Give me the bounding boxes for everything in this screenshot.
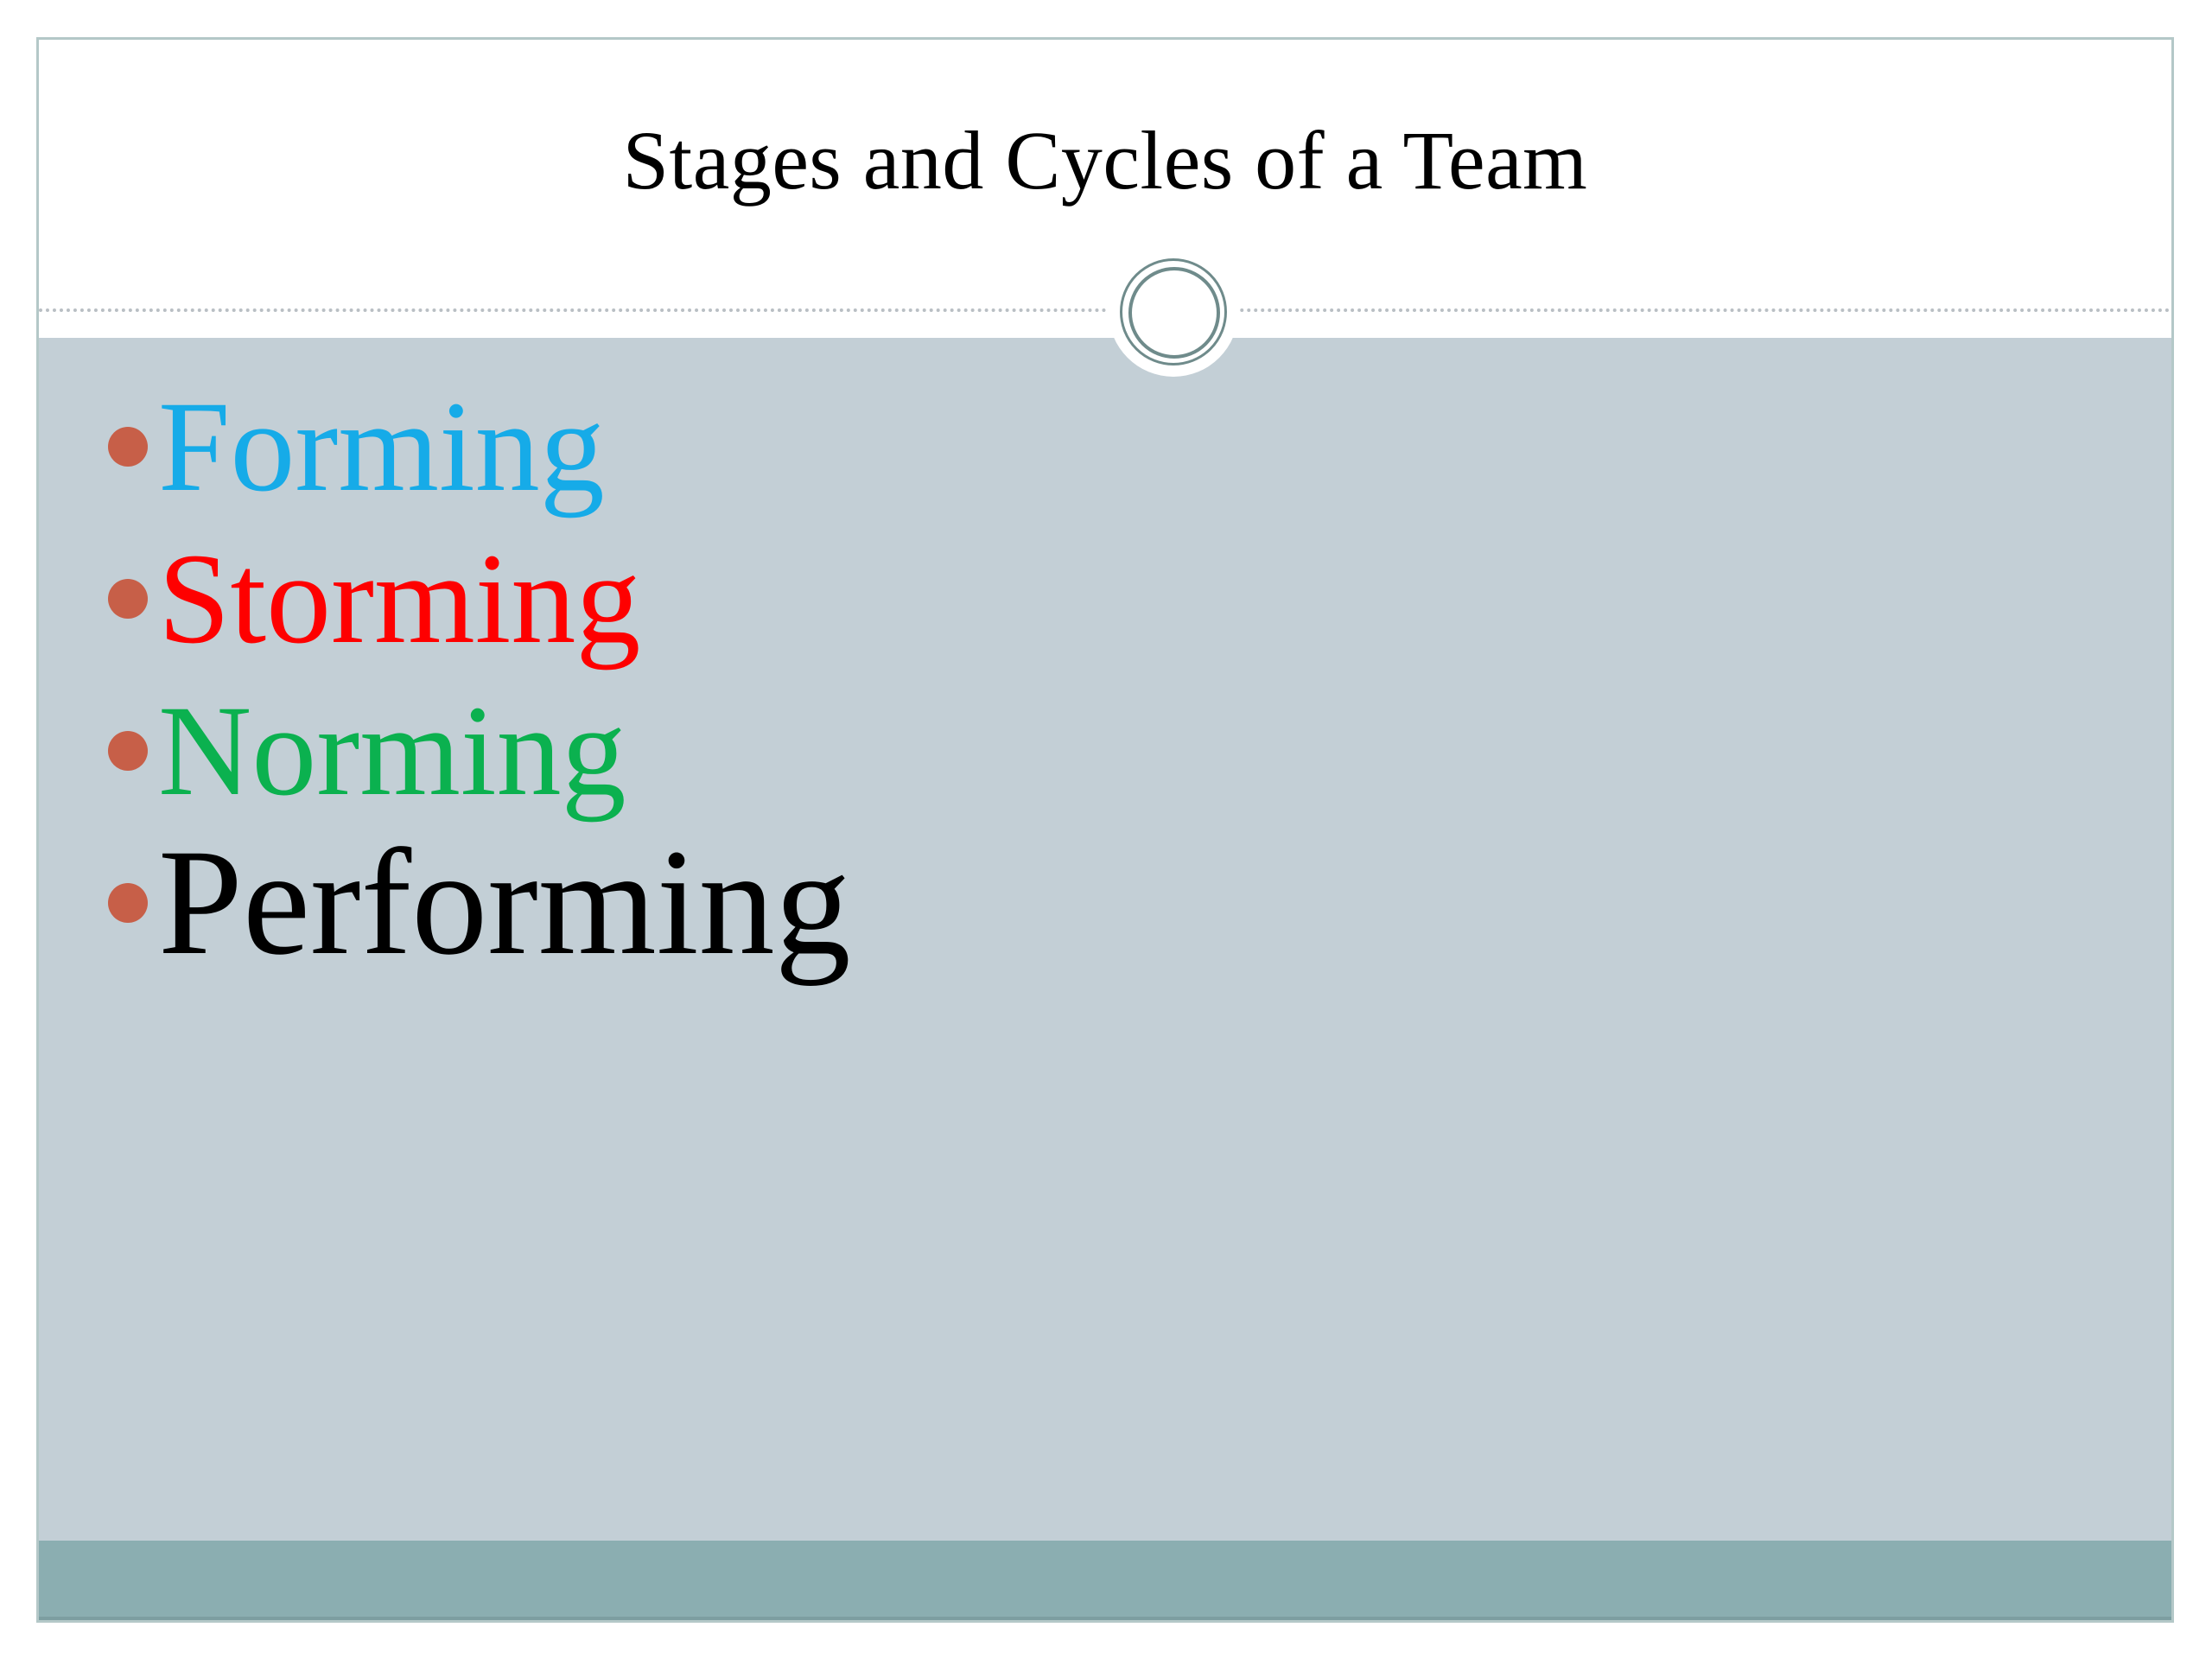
list-item: Norming <box>108 675 2102 827</box>
slide: Stages and Cycles of a Team Forming Stor… <box>36 37 2174 1623</box>
bullet-dot-icon <box>108 731 148 771</box>
footer-band <box>39 1541 2171 1620</box>
ring-outer-stroke <box>1120 258 1227 365</box>
bullet-label-norming: Norming <box>158 679 626 823</box>
page-title: Stages and Cycles of a Team <box>622 114 1588 207</box>
ring-inner-stroke <box>1128 267 1220 359</box>
bullet-dot-icon <box>108 427 148 467</box>
bullet-label-storming: Storming <box>158 527 641 671</box>
content-panel: Forming Storming Norming Performing <box>39 338 2171 1541</box>
list-item: Forming <box>108 371 2102 523</box>
list-item: Storming <box>108 523 2102 675</box>
dotted-divider <box>39 308 2171 312</box>
double-ring-circle-icon <box>1109 247 1238 377</box>
bullet-label-performing: Performing <box>158 818 851 987</box>
list-item: Performing <box>108 827 2102 979</box>
bullet-dot-icon <box>108 579 148 619</box>
title-band: Stages and Cycles of a Team <box>39 40 2171 338</box>
bullet-label-forming: Forming <box>158 375 605 518</box>
bullet-list: Forming Storming Norming Performing <box>108 371 2102 979</box>
bullet-dot-icon <box>108 883 148 923</box>
